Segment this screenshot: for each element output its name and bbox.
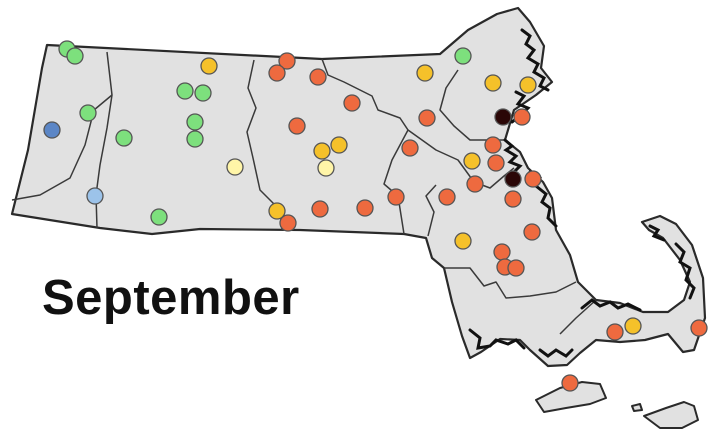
site-marker-orange	[504, 190, 522, 208]
site-marker-yellow	[313, 142, 331, 160]
site-marker-yellow	[454, 232, 472, 250]
site-marker-pale-yellow	[226, 158, 244, 176]
site-marker-yellow	[330, 136, 348, 154]
site-marker-blue	[43, 121, 61, 139]
site-marker-orange	[466, 175, 484, 193]
site-marker-orange	[690, 319, 708, 337]
site-marker-orange	[438, 188, 456, 206]
site-marker-green	[176, 82, 194, 100]
site-marker-green	[79, 104, 97, 122]
site-marker-green	[194, 84, 212, 102]
monitoring-sites	[43, 40, 708, 392]
site-marker-green	[66, 47, 84, 65]
site-marker-yellow	[463, 152, 481, 170]
island-nantucket	[643, 401, 699, 429]
site-marker-yellow	[416, 64, 434, 82]
site-marker-green	[150, 208, 168, 226]
site-marker-orange	[513, 108, 531, 126]
site-marker-orange	[387, 188, 405, 206]
site-marker-green	[186, 130, 204, 148]
site-marker-orange	[606, 323, 624, 341]
site-marker-orange	[401, 139, 419, 157]
site-marker-green	[454, 47, 472, 65]
site-marker-yellow	[200, 57, 218, 75]
site-marker-orange	[507, 259, 525, 277]
site-marker-orange	[268, 64, 286, 82]
site-marker-green	[115, 129, 133, 147]
site-marker-yellow	[624, 317, 642, 335]
site-marker-pale-yellow	[317, 159, 335, 177]
site-marker-yellow	[484, 74, 502, 92]
site-marker-orange	[493, 243, 511, 261]
site-marker-orange	[523, 223, 541, 241]
site-marker-orange	[487, 154, 505, 172]
site-marker-yellow	[268, 202, 286, 220]
site-marker-orange	[418, 109, 436, 127]
site-marker-orange	[356, 199, 374, 217]
site-marker-orange	[288, 117, 306, 135]
site-marker-yellow	[519, 76, 537, 94]
site-marker-orange	[484, 136, 502, 154]
site-marker-orange	[524, 170, 542, 188]
site-marker-dark	[504, 170, 522, 188]
site-marker-orange	[279, 214, 297, 232]
map-title: September	[42, 271, 300, 325]
site-marker-orange	[278, 52, 296, 70]
site-marker-green	[186, 113, 204, 131]
site-marker-orange	[311, 200, 329, 218]
site-marker-orange	[343, 94, 361, 112]
site-marker-orange	[309, 68, 327, 86]
site-marker-light-blue	[86, 187, 104, 205]
site-marker-dark	[494, 108, 512, 126]
site-marker-orange	[561, 374, 579, 392]
island-small	[631, 403, 643, 412]
